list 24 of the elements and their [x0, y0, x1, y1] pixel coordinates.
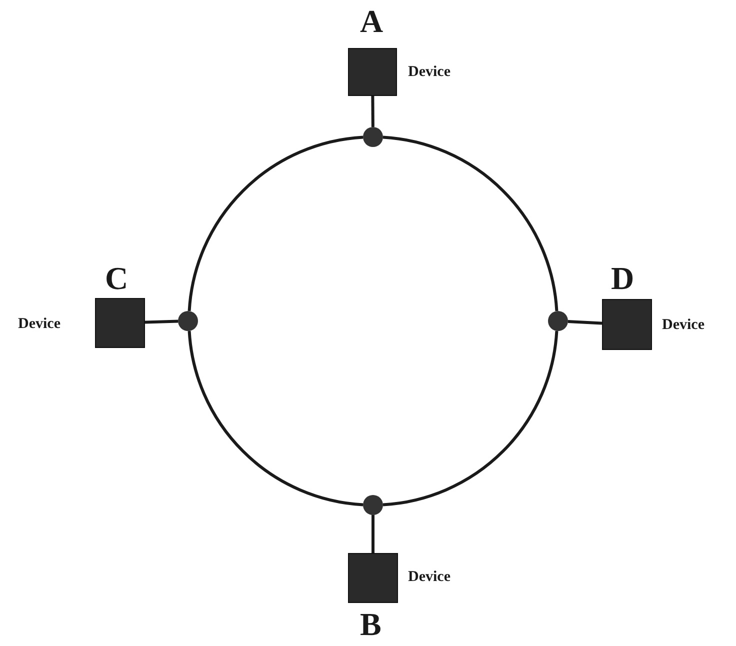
- device-letter: D: [611, 262, 634, 294]
- connection-point: [363, 495, 383, 515]
- device-label: Device: [408, 63, 450, 81]
- device-letter: A: [360, 5, 384, 37]
- device-letter: C: [105, 262, 128, 294]
- device-letter: B: [360, 608, 382, 640]
- device-square: [95, 298, 145, 348]
- device-label: Device: [18, 315, 60, 333]
- connector-line: [371, 96, 374, 128]
- connection-point: [548, 311, 568, 331]
- device-square: [602, 299, 652, 350]
- connection-point: [363, 127, 383, 147]
- device-label: Device: [662, 316, 704, 334]
- device-label: Device: [408, 568, 450, 586]
- connector-line: [568, 320, 602, 325]
- device-square: [348, 48, 397, 96]
- connector-line: [144, 320, 178, 324]
- ring-arc: [188, 136, 364, 312]
- device-square: [348, 553, 398, 603]
- ring-arc: [188, 330, 364, 506]
- connection-point: [178, 311, 198, 331]
- connector-line: [372, 515, 374, 553]
- ring-arc: [382, 330, 558, 506]
- ring-arc: [382, 136, 558, 312]
